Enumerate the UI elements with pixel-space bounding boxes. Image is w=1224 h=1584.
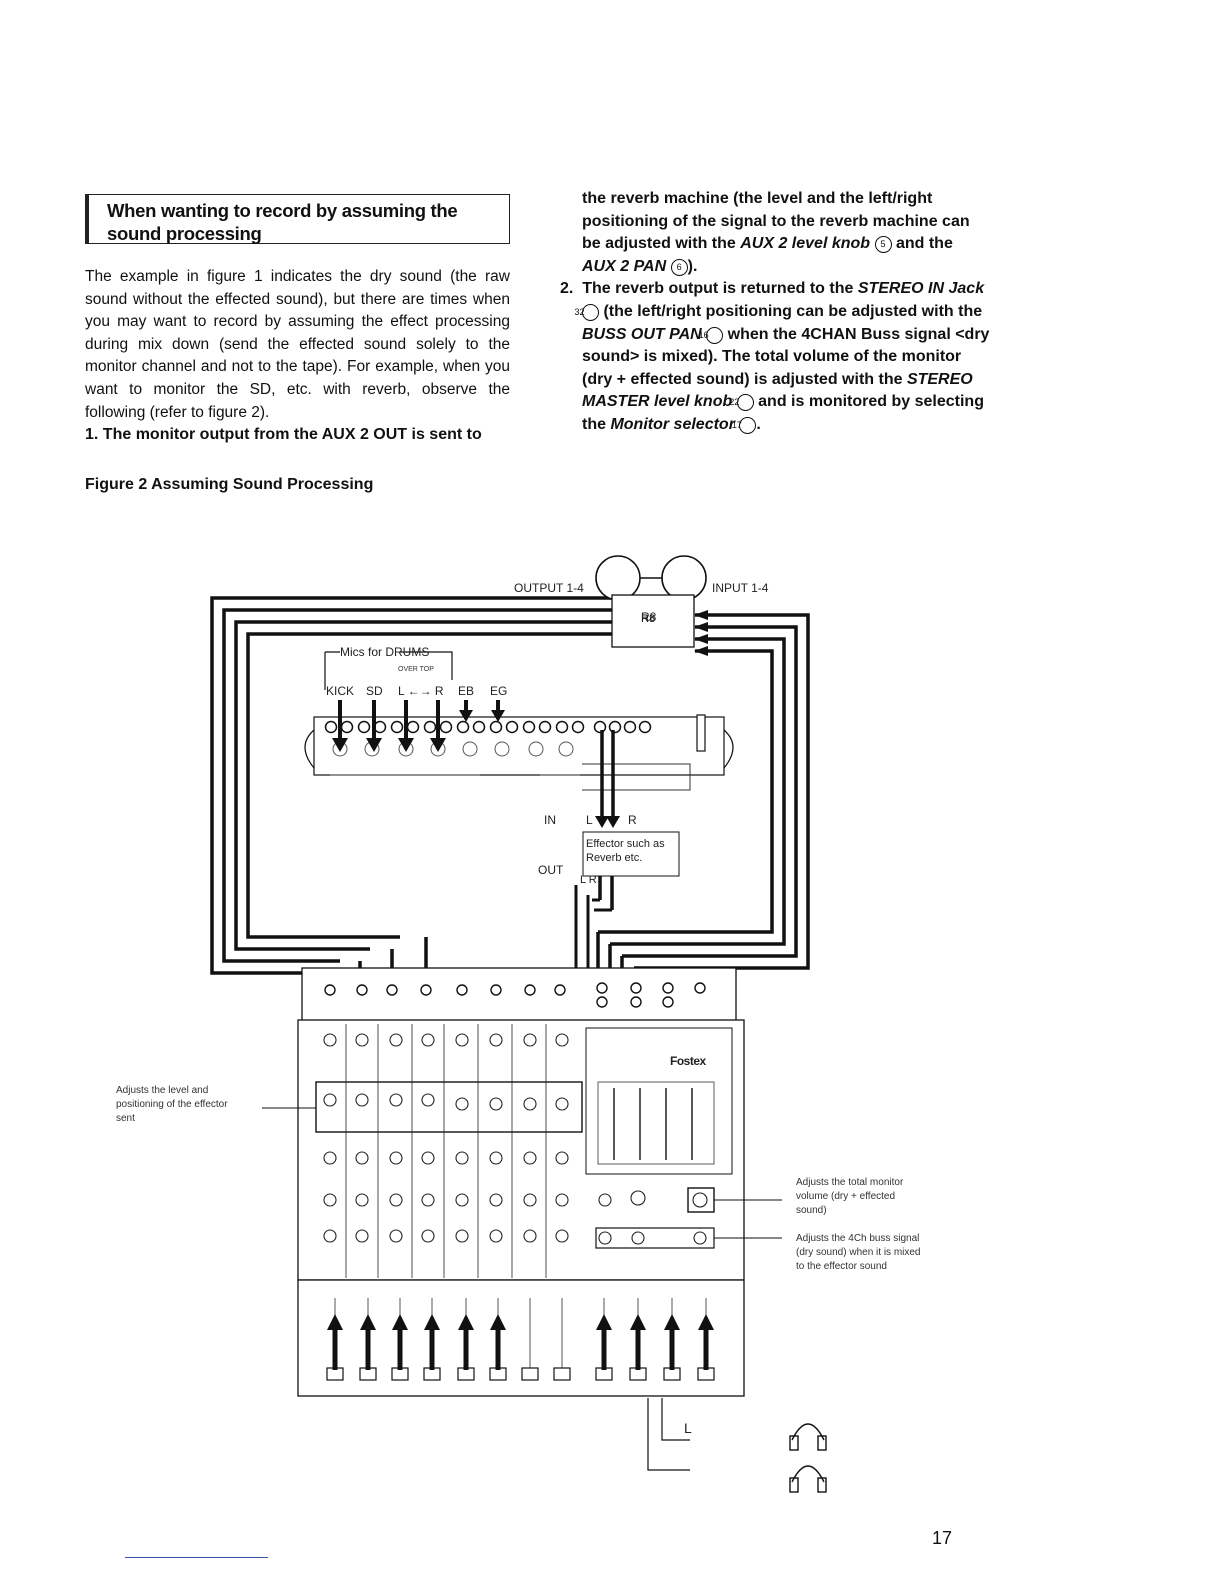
mixer-console — [297, 967, 745, 1397]
heading-line-1: When wanting to record by assuming the — [107, 200, 458, 221]
buss-out-pan-ref: BUSS OUT PAN — [582, 325, 702, 343]
reel-right-icon — [661, 555, 707, 601]
effector-in-l: L — [586, 813, 593, 827]
annotation-leaders — [262, 1107, 782, 1239]
cable-5 — [634, 613, 810, 970]
out-label: OUT — [538, 863, 564, 877]
recorder-name: R8 — [641, 610, 657, 624]
cable-6 — [622, 625, 798, 958]
ref-badge-17: 17 — [732, 416, 757, 434]
sd-label: SD — [366, 684, 383, 698]
step-2-text-c: when the 4CHAN Buss signal <dry sound> i… — [582, 325, 990, 388]
mic-arrows — [332, 700, 505, 752]
cable-4 — [246, 632, 612, 939]
ref-badge-22: 22 — [729, 394, 754, 412]
output-label: OUTPUT 1-4 — [514, 581, 584, 595]
effector-box — [582, 831, 680, 877]
effector-label-2: Reverb etc. — [586, 852, 643, 864]
step-2: 2. The reverb output is returned to the … — [560, 278, 990, 436]
aux2-level-knob-ref: AUX 2 level knob — [740, 235, 871, 253]
headphone-icons — [789, 1423, 827, 1493]
brand-logo: Fostex — [670, 1054, 706, 1068]
right-column: the reverb machine (the level and the le… — [560, 188, 990, 437]
stereo-in-jack-ref: STEREO IN Jack — [857, 280, 985, 298]
effector-connections — [595, 730, 620, 910]
monitor-selector-ref: Monitor selector — [610, 415, 735, 433]
note-left-line-1: Adjusts the level and — [116, 1085, 209, 1096]
effector-out-lr: L R — [580, 874, 597, 886]
footer-rule — [125, 1557, 268, 1558]
left-column: The example in figure 1 indicates the dr… — [85, 266, 510, 447]
note-right-2: Adjusts the 4Ch buss signal (dry sound) … — [790, 1232, 921, 1274]
cable-2 — [222, 608, 612, 963]
fader-arrows — [327, 1314, 714, 1370]
ref-badge-32: 32 — [574, 303, 599, 321]
headphone-icon-1 — [791, 1423, 825, 1441]
note-right-1-line-2: volume (dry + effected — [796, 1191, 896, 1202]
multicore-cables — [210, 596, 810, 975]
eg-label: EG — [490, 684, 508, 698]
step-1-number: 1. — [85, 426, 99, 444]
section-heading: When wanting to record by assuming the s… — [85, 194, 510, 244]
input-arrows — [694, 610, 708, 656]
headphone-icon-2 — [791, 1465, 825, 1483]
ref-badge-5: 5 — [874, 236, 892, 254]
close-paren: ). — [687, 257, 698, 275]
kick-label: KICK — [326, 684, 355, 698]
speaker-connection — [647, 1398, 690, 1471]
cable-3 — [234, 620, 612, 951]
step-1-cont-text: the reverb machine (the level and the le… — [582, 190, 970, 253]
note-right-1-line-3: sound) — [796, 1205, 827, 1216]
cable-7 — [610, 637, 786, 946]
figure-caption: Figure 2 Assuming Sound Processing — [85, 476, 374, 493]
aux2-pan-ref: AUX 2 PAN — [582, 257, 667, 275]
recorder-label: R8 — [641, 613, 655, 625]
input-label: INPUT 1-4 — [712, 581, 769, 595]
stereo-master-ref: STEREO MASTER level knob — [582, 370, 973, 411]
note-right-1: Adjusts the total monitor volume (dry + … — [790, 1176, 903, 1218]
step-2-text-a: The reverb output is returned to the — [582, 280, 858, 298]
step-1-text: The monitor output from the AUX 2 OUT is… — [102, 426, 482, 444]
speaker-l-label: L — [684, 1420, 692, 1436]
mic-preamp-unit — [304, 714, 734, 791]
note-right-2-line-1: Adjusts the 4Ch buss signal — [796, 1233, 920, 1244]
ref-badge-6: 6 — [670, 258, 688, 276]
mics-label: Mics for DRUMS — [340, 645, 430, 659]
ref-badge-16: 16 — [699, 326, 724, 344]
reel-left-icon — [595, 555, 641, 601]
effector-label-1: Effector such as — [586, 838, 665, 850]
note-right-1-line-1: Adjusts the total monitor — [796, 1177, 904, 1188]
note-left-line-3: sent — [116, 1113, 135, 1124]
in-label: IN — [544, 813, 556, 827]
note-left-line-2: positioning of the effector — [116, 1099, 228, 1110]
effector-in-r: R — [628, 813, 637, 827]
heading-line-2: sound processing — [107, 223, 262, 244]
step-1: 1. The monitor output from the AUX 2 OUT… — [85, 424, 510, 447]
cable-8 — [598, 649, 774, 934]
recorder-r8: R8 — [595, 555, 707, 648]
step-2-number: 2. — [560, 280, 574, 298]
note-right-2-line-3: to the effector sound — [796, 1261, 887, 1272]
step-1-continued: the reverb machine (the level and the le… — [560, 188, 990, 278]
lr-label: L ←→ R — [398, 684, 444, 698]
mics-bracket — [324, 651, 453, 690]
recorder-body — [611, 594, 695, 648]
step-2-text-b: (the left/right positioning can be adjus… — [599, 302, 983, 320]
and-the-text: and the — [891, 235, 953, 253]
step-2-end: . — [756, 415, 761, 433]
intro-paragraph: The example in figure 1 indicates the dr… — [85, 268, 510, 421]
overtop-label: OVER TOP — [398, 666, 434, 673]
note-left: Adjusts the level and positioning of the… — [116, 1084, 228, 1126]
eb-label: EB — [458, 684, 475, 698]
cable-1 — [210, 596, 612, 975]
step-2-text-d: and is monitored by selecting the — [582, 393, 984, 433]
note-right-2-line-2: (dry sound) when it is mixed — [796, 1247, 921, 1258]
page-number: 17 — [932, 1528, 953, 1548]
